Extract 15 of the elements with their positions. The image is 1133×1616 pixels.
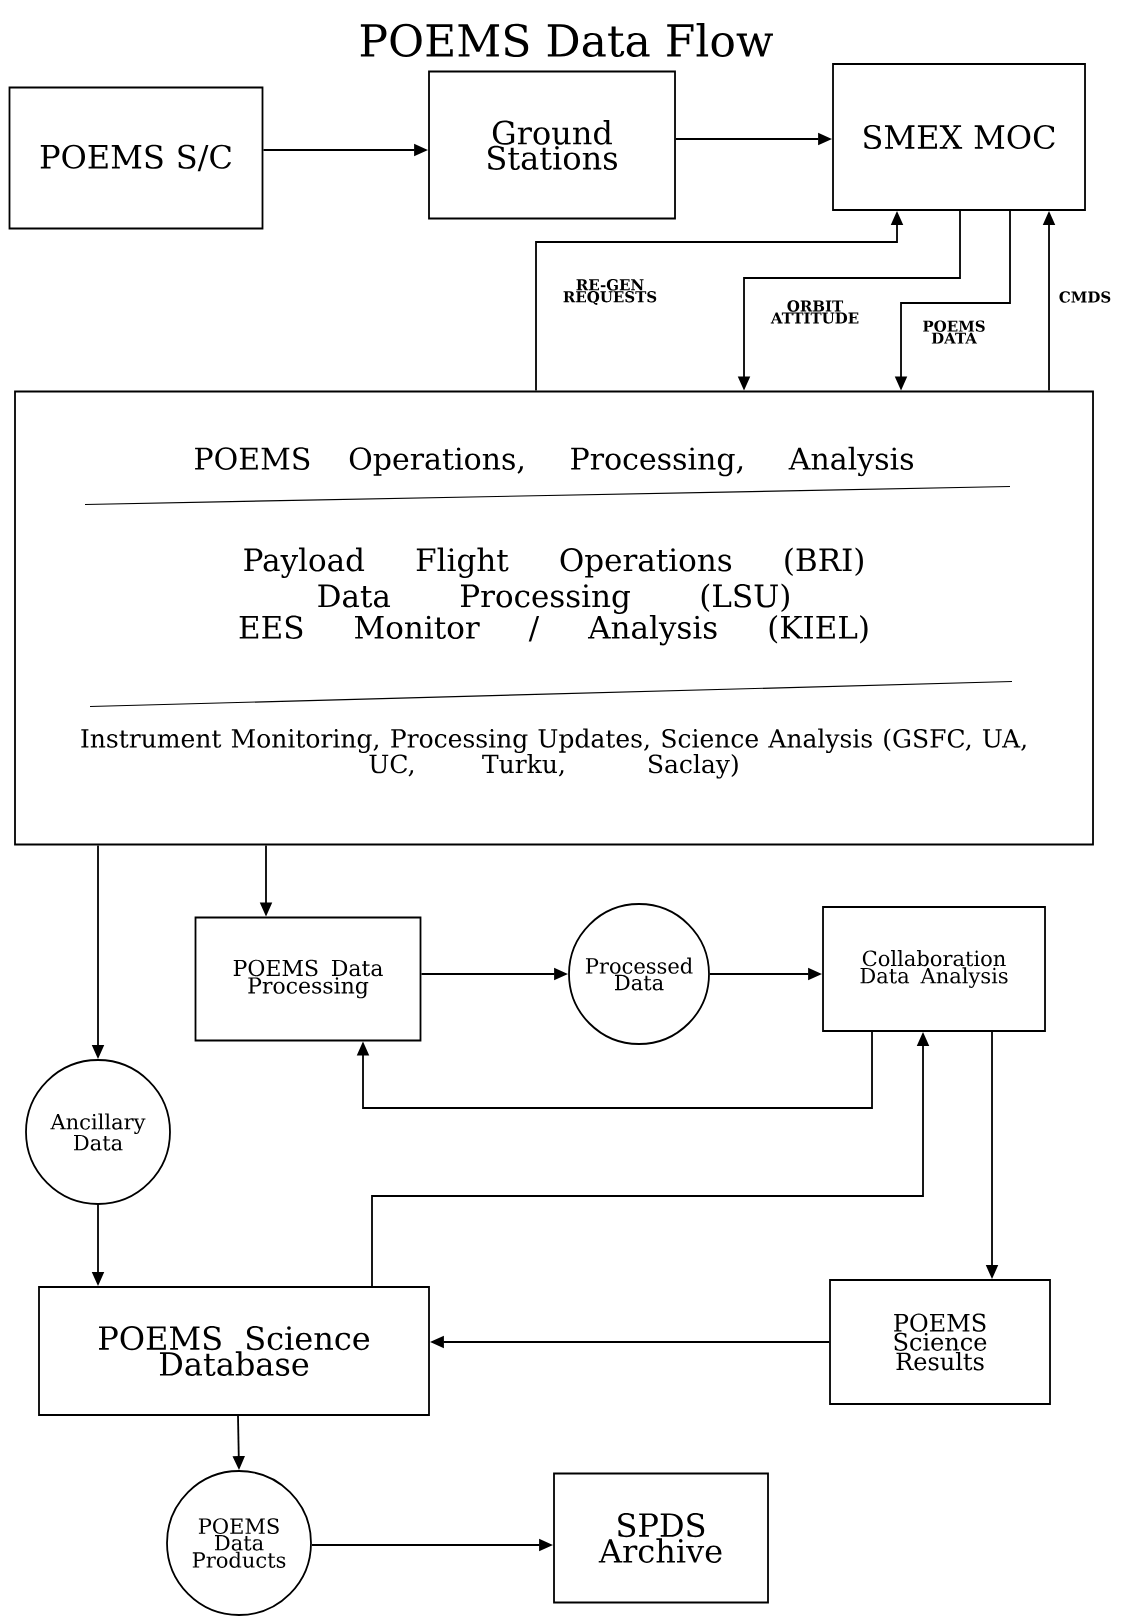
edge-label: CMDS xyxy=(1056,290,1114,304)
edge-label: RE-GEN REQUESTS xyxy=(559,278,661,306)
title: POEMS Data Flow xyxy=(360,23,773,58)
process-box: POEMS Data Processing xyxy=(194,916,422,1042)
process-box: POEMS Science Results xyxy=(829,1279,1051,1405)
edge-label: ORBIT ATTITUDE xyxy=(764,299,866,325)
process-box: POEMS S/C xyxy=(8,86,264,230)
process-box: SPDS Archive xyxy=(553,1472,769,1604)
process-box: Ground Stations xyxy=(428,70,676,220)
process-box: POEMS Science Database xyxy=(38,1286,430,1416)
process-box: POEMS Operations, Processing, Analysis Payload Flight Operations (BRI) Data Processing (LSU) EES Monitor / Analysis (KIEL) Instrument Monitoring, Processing Updates, Science Analysis (GSFC, UA, UC, Turku, Saclay) xyxy=(14,390,1094,846)
process-box: Collaboration Data Analysis xyxy=(822,906,1046,1032)
edge-label: POEMS DATA xyxy=(914,319,994,345)
process-box: SMEX MOC xyxy=(832,63,1086,211)
arrow xyxy=(356,1031,873,1109)
